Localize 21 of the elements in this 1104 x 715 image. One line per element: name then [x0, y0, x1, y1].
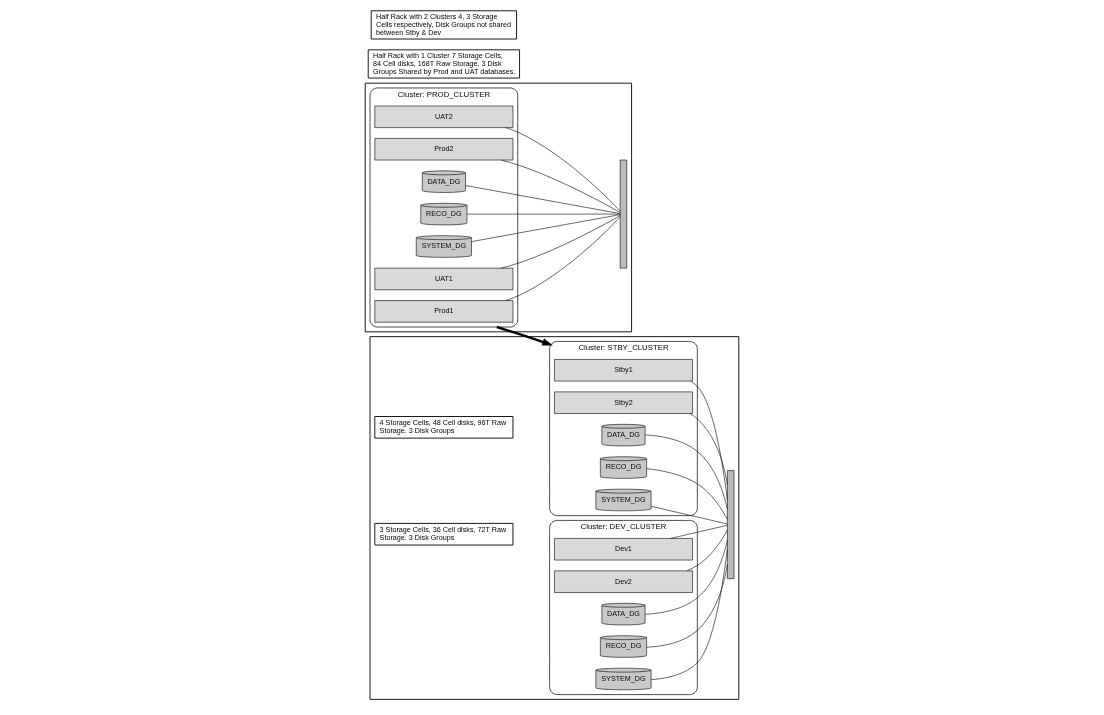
connector: [690, 380, 728, 501]
connector: [690, 413, 728, 486]
connector: [670, 524, 728, 539]
connector: [646, 468, 728, 520]
connector: [471, 214, 621, 242]
connector: [651, 506, 728, 525]
arrow: [496, 325, 554, 346]
cluster: [364, 82, 633, 333]
connector: [646, 564, 728, 648]
connector: [501, 215, 621, 269]
connector: [650, 549, 728, 680]
connector: [644, 540, 728, 615]
connector: [466, 213, 621, 215]
connector: [686, 529, 728, 572]
connector: [644, 434, 728, 510]
connector: [505, 216, 621, 301]
node-bar: [619, 159, 628, 269]
connector: [501, 159, 621, 213]
connector: [465, 185, 621, 214]
node-bar: [727, 470, 735, 579]
connector: [505, 127, 621, 212]
